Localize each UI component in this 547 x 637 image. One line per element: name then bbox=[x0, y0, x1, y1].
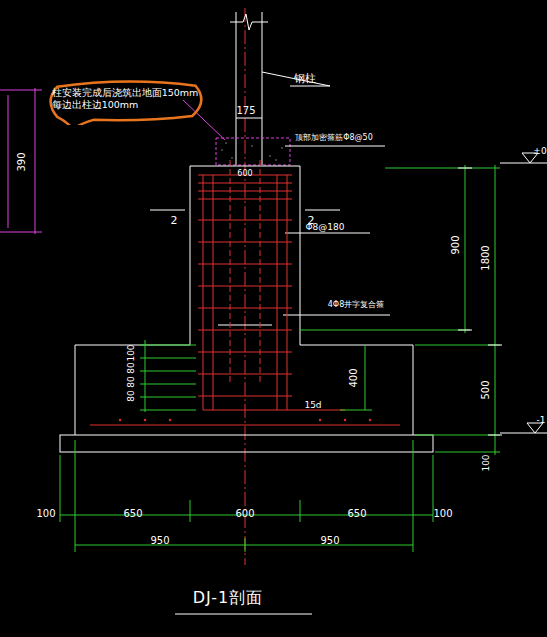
dimension-label: 80 bbox=[127, 362, 136, 373]
dimension-label: 100 bbox=[433, 509, 452, 519]
note-text: 每边出柱边100mm bbox=[52, 99, 199, 111]
dimension-label: 80 bbox=[127, 390, 136, 401]
dimension-label: 950 bbox=[320, 536, 339, 546]
dimension-label: 钢柱 bbox=[294, 73, 316, 84]
note-text: 柱安装完成后浇筑出地面150mm bbox=[52, 87, 199, 99]
dimension-label: 950 bbox=[150, 536, 169, 546]
dimension-label: 600 bbox=[237, 170, 252, 178]
dimension-label: -1 bbox=[537, 416, 546, 425]
dimension-label: 15d bbox=[304, 401, 321, 410]
dimension-label: 500 bbox=[481, 380, 491, 399]
dimension-label: 4Φ8井字复合箍 bbox=[328, 301, 384, 309]
dimension-label: 650 bbox=[123, 509, 142, 519]
dimension-label: 400 bbox=[349, 368, 359, 387]
dimension-label: 1800 bbox=[481, 245, 491, 270]
note-cloud: 柱安装完成后浇筑出地面150mm每边出柱边100mm bbox=[44, 77, 209, 126]
dimension-label: 100 bbox=[127, 344, 136, 361]
dimension-label: 900 bbox=[451, 235, 461, 254]
dimension-label: 650 bbox=[347, 509, 366, 519]
dimension-label: 600 bbox=[235, 509, 254, 519]
dimension-label: 390 bbox=[17, 152, 27, 171]
dimension-label: Φ8@180 bbox=[306, 223, 345, 232]
dimension-label: 顶部加密箍筋Φ8@50 bbox=[295, 134, 373, 142]
section-caption: DJ-1剖面 bbox=[193, 590, 263, 606]
dimension-label: 175 bbox=[236, 106, 255, 116]
dimension-label: 80 bbox=[127, 376, 136, 387]
dimension-label: 100 bbox=[482, 454, 491, 471]
dimension-label: ±0 bbox=[533, 147, 546, 156]
dimension-label: 100 bbox=[36, 509, 55, 519]
dimension-label: 2 bbox=[171, 215, 178, 226]
